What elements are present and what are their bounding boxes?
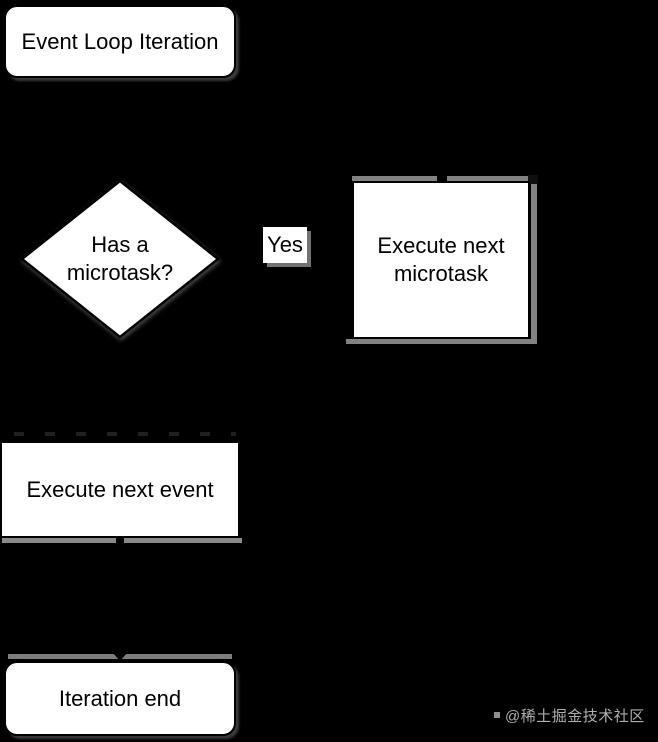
execute-event-label: Execute next event [26, 476, 214, 502]
watermark-text: @稀土掘金技术社区 [505, 707, 645, 725]
execute-microtask-node: Execute next microtask [352, 181, 530, 339]
start-node: Event Loop Iteration [4, 5, 236, 78]
decision-diamond: Has a microtask? [20, 179, 220, 339]
start-node-label: Event Loop Iteration [21, 28, 219, 54]
decision-line2: microtask? [66, 260, 174, 285]
end-node-label: Iteration end [58, 685, 182, 711]
end-node: Iteration end [4, 661, 236, 736]
watermark-square-icon [494, 712, 500, 718]
arrowhead-notch-end-top [112, 652, 128, 661]
shadow-bar-microtask-bottom [346, 339, 537, 344]
diamond-shape-icon [20, 179, 220, 339]
arrow-gap-microtask-top [437, 175, 447, 182]
dashed-arrow-remnant [14, 432, 236, 436]
shadow-bar-microtask-right [531, 184, 537, 344]
arrow-gap-event-bottom [116, 537, 124, 544]
yes-edge-label-text: Yes [267, 232, 303, 257]
shadow-corner-microtask [528, 175, 538, 184]
yes-edge-label: Yes [263, 227, 307, 263]
execute-microtask-label: Execute next microtask [377, 233, 505, 286]
decision-line1: Has a [91, 232, 149, 257]
decision-diamond-label: Has a microtask? [20, 179, 220, 339]
execute-event-node: Execute next event [0, 441, 240, 538]
watermark: @稀土掘金技术社区 [494, 704, 645, 726]
